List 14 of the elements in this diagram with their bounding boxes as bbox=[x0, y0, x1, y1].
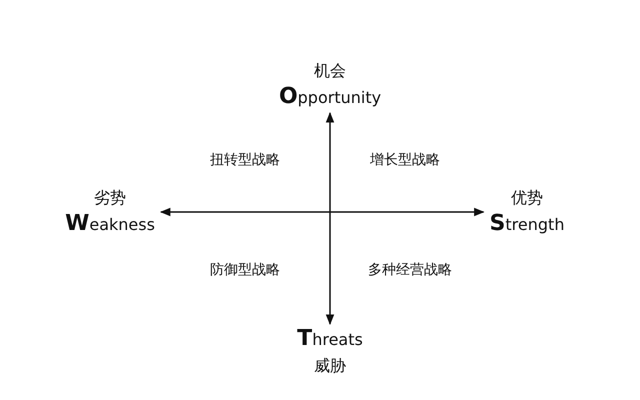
axis-label: Strength bbox=[490, 211, 564, 238]
quadrant-label: 扭转型战略 bbox=[210, 151, 280, 169]
axis-label: Threats bbox=[297, 326, 363, 353]
axis-arrow bbox=[160, 208, 485, 216]
quadrant-label: 防御型战略 bbox=[210, 261, 280, 279]
quadrant-label: 多种经营战略 bbox=[368, 261, 452, 279]
chinese-heading: 优势 bbox=[510, 187, 544, 209]
chinese-heading: 劣势 bbox=[93, 187, 127, 209]
axis-arrow bbox=[326, 112, 334, 326]
chinese-caption: 威胁 bbox=[313, 355, 347, 377]
axis-label: Opportunity bbox=[278, 84, 382, 111]
quadrant-label: 增长型战略 bbox=[370, 151, 440, 169]
axis-label: Weakness bbox=[65, 211, 155, 238]
chinese-heading: 机会 bbox=[313, 60, 347, 82]
